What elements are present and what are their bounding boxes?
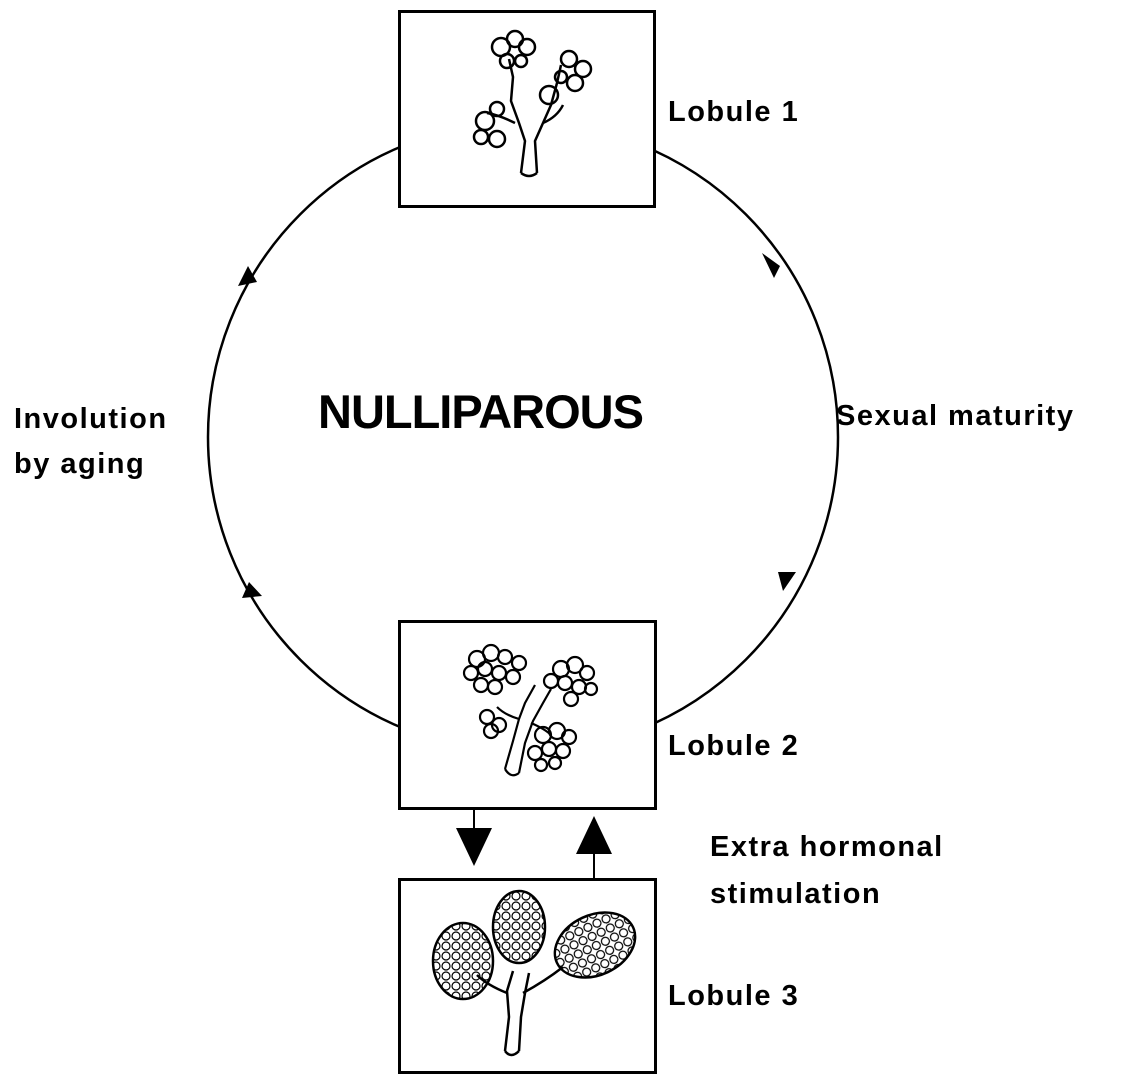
lobule2-label: Lobule 2 — [668, 728, 799, 764]
sexual-maturity-label: Sexual maturity — [836, 398, 1074, 434]
lobule1-illustration — [401, 13, 653, 205]
lobule1-label: Lobule 1 — [668, 94, 799, 130]
center-title: NULLIPAROUS — [318, 384, 643, 439]
arrow-up-lobule3-to-lobule2 — [576, 816, 612, 878]
hormonal-label-line1: Extra hormonal — [710, 829, 944, 865]
arrow-lobule1-to-maturity — [762, 253, 780, 278]
lobule2-box — [398, 620, 657, 810]
lobule3-label: Lobule 3 — [668, 978, 799, 1014]
lobule1-box — [398, 10, 656, 208]
arrow-involution-to-lobule1 — [238, 266, 257, 286]
lobule2-illustration — [401, 623, 654, 807]
arrow-maturity-to-lobule2 — [778, 572, 796, 591]
hormonal-label-line2: stimulation — [710, 876, 881, 912]
arrow-down-lobule2-to-lobule3 — [456, 808, 492, 866]
involution-label-line2: by aging — [14, 446, 145, 482]
involution-label-line1: Involution — [14, 401, 168, 437]
lobule3-illustration — [401, 881, 654, 1071]
lobule3-box — [398, 878, 657, 1074]
